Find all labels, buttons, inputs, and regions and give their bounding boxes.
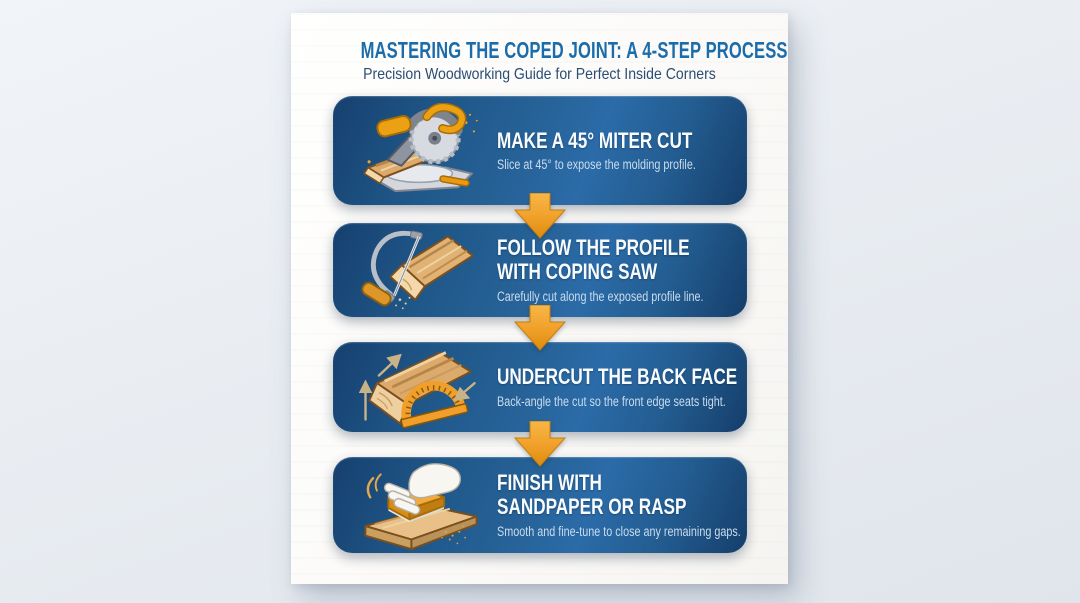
step-card-1: MAKE A 45° MITER CUT Slice at 45° to exp…	[333, 96, 747, 205]
down-arrow-icon	[513, 193, 567, 239]
miter-saw-icon	[345, 102, 497, 199]
down-arrow-icon	[513, 421, 567, 467]
step-description: Smooth and fine-tune to close any remain…	[497, 523, 741, 539]
sanding-block-icon	[345, 459, 497, 551]
step-title: FINISH WITH SANDPAPER OR RASP	[497, 470, 687, 519]
step-description: Carefully cut along the exposed profile …	[497, 288, 704, 304]
infographic-poster: MASTERING THE COPED JOINT: A 4-STEP PROC…	[291, 13, 788, 584]
coping-saw-icon	[345, 225, 497, 315]
step-card-3: UNDERCUT THE BACK FACE Back-angle the cu…	[333, 342, 747, 432]
page-title: MASTERING THE COPED JOINT: A 4-STEP PROC…	[360, 37, 788, 63]
step-title: UNDERCUT THE BACK FACE	[497, 364, 738, 390]
step-card-2: FOLLOW THE PROFILE WITH COPING SAW Caref…	[333, 223, 747, 317]
step-description: Slice at 45° to expose the molding profi…	[497, 157, 696, 173]
step-description: Back-angle the cut so the front edge sea…	[497, 393, 726, 409]
step-title: MAKE A 45° MITER CUT	[497, 127, 693, 153]
page-subtitle: Precision Woodworking Guide for Perfect …	[363, 66, 716, 83]
step-title: FOLLOW THE PROFILE WITH COPING SAW	[497, 235, 690, 284]
step-card-4: FINISH WITH SANDPAPER OR RASP Smooth and…	[333, 457, 747, 553]
protractor-icon	[345, 343, 497, 431]
down-arrow-icon	[513, 305, 567, 351]
